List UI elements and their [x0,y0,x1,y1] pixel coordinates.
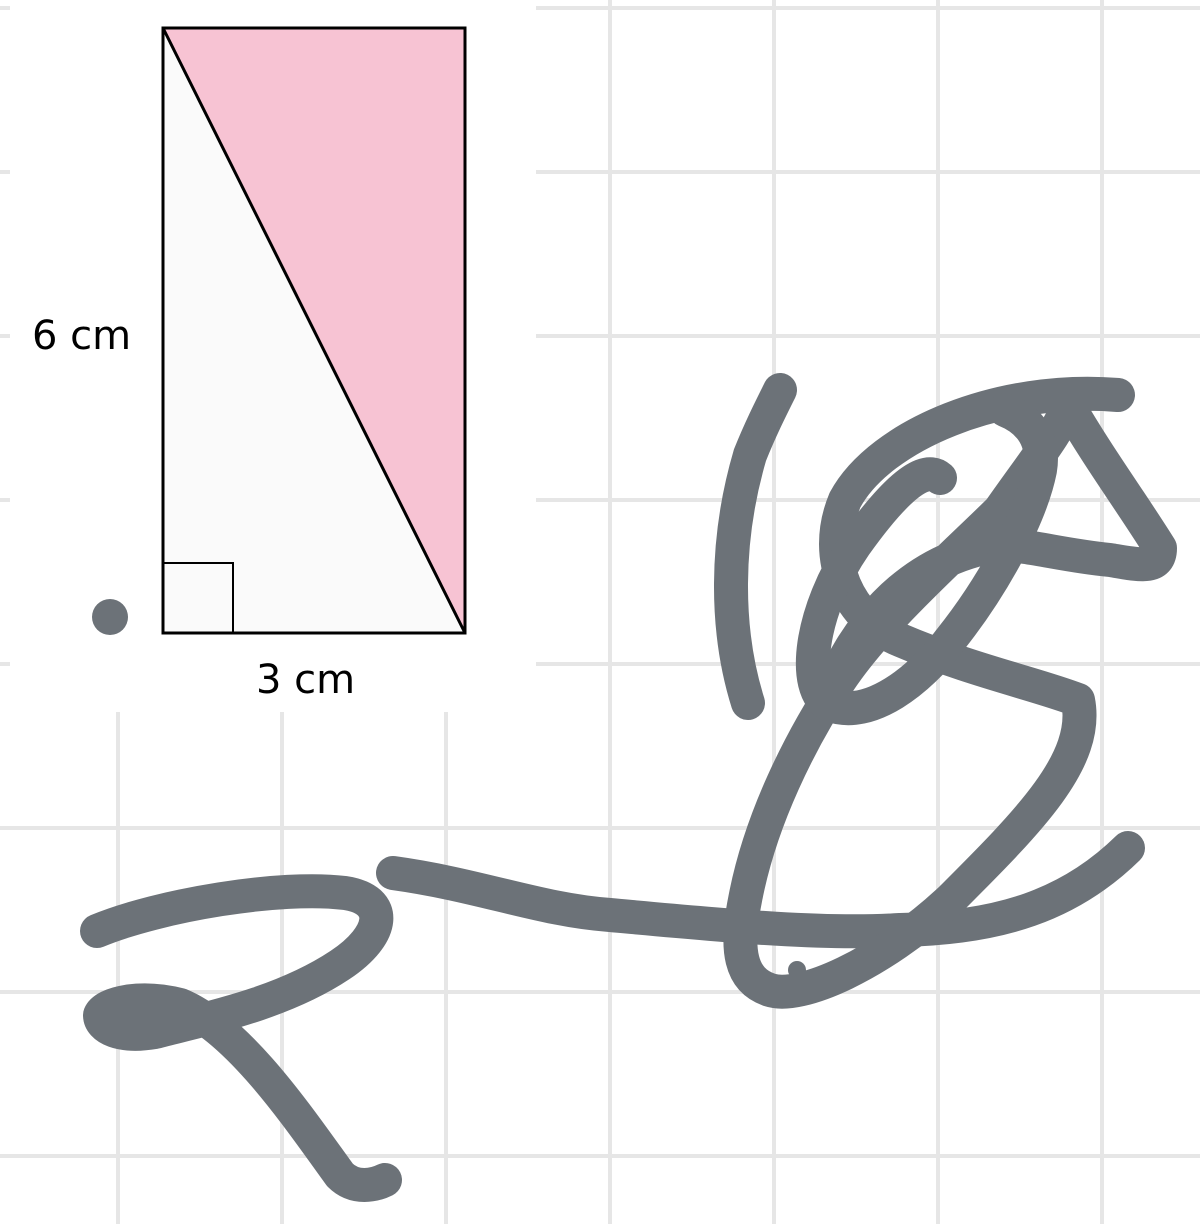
diagonal-line [161,27,467,634]
scribble-stroke-horizontal [376,831,1145,949]
rectangle-figure [161,26,467,635]
ink-small-dot [788,961,806,979]
ink-dot [92,599,128,635]
rectangle-outline [161,26,467,635]
scribble-stroke-inner [795,393,1058,726]
scribble-stroke-arc [714,373,797,720]
height-label: 6 cm [32,313,131,359]
handwritten-scribbles [80,373,1177,1202]
right-angle-marker [162,562,234,634]
scribble-stroke-left [80,874,402,1202]
width-label: 3 cm [256,657,355,703]
scribble-stroke-loop [723,376,1177,1009]
